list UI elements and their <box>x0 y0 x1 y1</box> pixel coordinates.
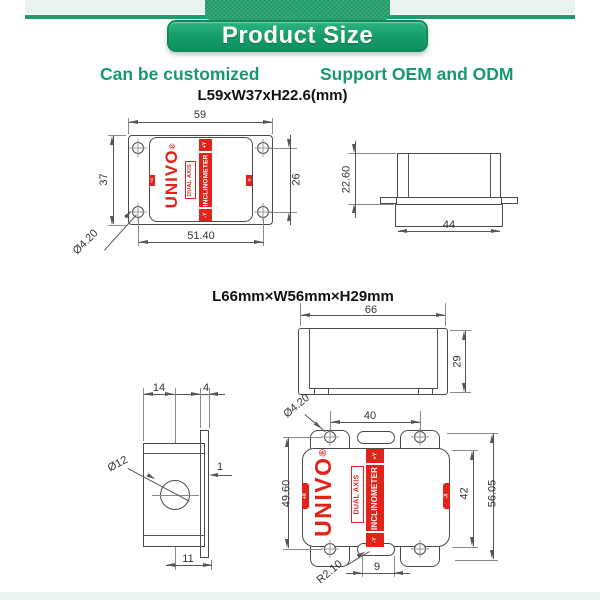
dim-text-hole12: Ø12 <box>105 453 130 475</box>
side-body-large <box>298 328 448 395</box>
dim-text-40: 40 <box>363 410 377 422</box>
foot-right <box>418 388 433 395</box>
dim-text-1: 1 <box>216 461 224 473</box>
side-ear-left <box>380 197 397 204</box>
tagline-right: Support OEM and ODM <box>320 64 514 84</box>
dual-axis-box: DUAL AXIS <box>185 161 196 199</box>
label-axis-top: +Y <box>199 139 212 151</box>
connector-tab-right: -X <box>443 483 450 509</box>
label-axis-bottom: -Y <box>199 209 212 221</box>
connector-tab-left: +X <box>149 175 155 186</box>
leader-line <box>104 214 137 251</box>
side-flange <box>395 204 503 227</box>
inclinometer-strip: INCLINOMETER <box>366 465 384 531</box>
dim-text-11: 11 <box>182 553 194 565</box>
connector-tab-right: -X <box>246 175 252 186</box>
dim-text-29: 29 <box>451 355 464 368</box>
dim-text-42: 42 <box>458 487 471 500</box>
label-axis-top: +Y <box>366 449 384 463</box>
extension-line <box>128 118 129 134</box>
dim-text-4: 4 <box>202 382 210 394</box>
mounting-hole <box>324 543 336 555</box>
mounting-hole <box>257 206 269 218</box>
product-size-banner: Product Size <box>167 20 428 52</box>
mounting-hole <box>414 431 426 443</box>
dim-text-right-span: 26 <box>290 173 303 186</box>
dim-line <box>129 122 272 123</box>
dual-axis-box: DUAL AXIS <box>351 466 364 523</box>
ribbon-tab <box>205 0 390 20</box>
bottom-light-strip <box>0 592 600 600</box>
banner-title: Product Size <box>221 22 374 49</box>
dim-text-4960: 49.60 <box>280 479 293 508</box>
dim-text-left-height: 37 <box>98 173 110 186</box>
dim-text-14: 14 <box>152 382 166 394</box>
section2-title: L66mm×W56mm×H29mm <box>212 288 394 305</box>
section1-title: L59xW37xH22.6(mm) <box>197 87 348 104</box>
side-ear-right <box>501 197 518 204</box>
mounting-hole <box>414 543 426 555</box>
dim-text-hole-dia: Ø4.20 <box>70 227 101 257</box>
dim-text-66: 66 <box>364 304 378 316</box>
dim-text-top-width: 59 <box>193 109 207 121</box>
mounting-hole <box>132 142 144 154</box>
connector-tab-left: +X <box>302 483 309 509</box>
dim-text-bottom-span: 51.40 <box>187 230 215 242</box>
brand-logo: UNIVO® <box>162 143 181 209</box>
brand-logo: UNIVO® <box>309 449 336 537</box>
dim-text-side-height: 22.60 <box>340 165 353 194</box>
mounting-hole <box>257 142 269 154</box>
label-axis-bottom: -Y <box>366 533 384 547</box>
inclinometer-strip: INCLINOMETER <box>199 153 212 207</box>
side-body <box>397 153 501 198</box>
dim-text-side-width: 44 <box>442 219 456 231</box>
extension-line <box>272 118 273 134</box>
mounting-hole <box>324 431 336 443</box>
tagline-left: Can be customized <box>100 64 260 84</box>
dim-text-5605: 56.05 <box>486 479 499 508</box>
slot-top <box>357 431 395 444</box>
end-flange <box>200 430 209 558</box>
dim-text-9: 9 <box>373 561 381 573</box>
foot-left <box>314 388 329 395</box>
